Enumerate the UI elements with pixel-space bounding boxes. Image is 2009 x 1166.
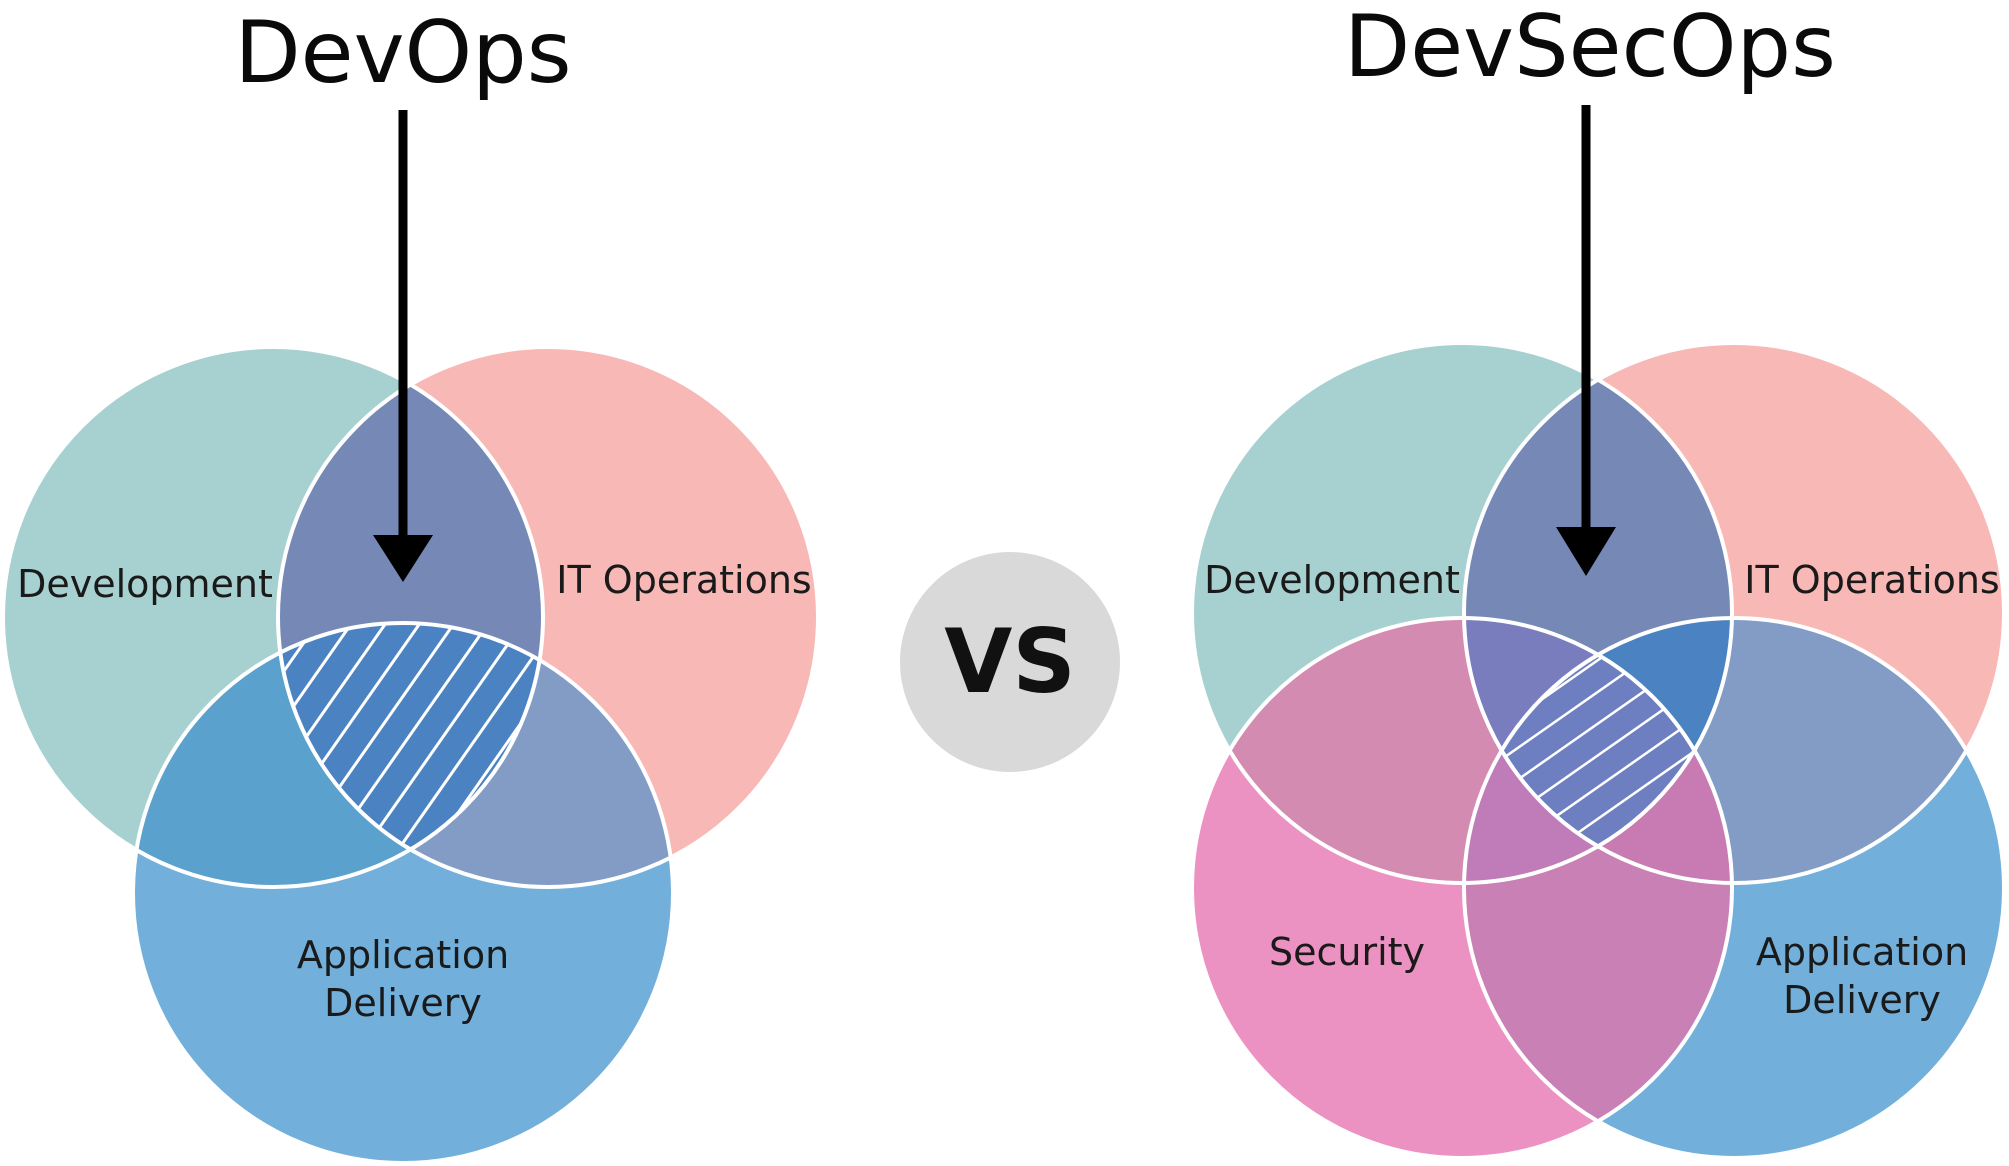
devops-development-label: Development	[17, 562, 273, 606]
vs-label: VS	[944, 610, 1075, 713]
vs-circle	[900, 552, 1120, 772]
devops-title: DevOps	[234, 3, 571, 103]
devops-it-operations-label: IT Operations	[556, 558, 811, 602]
devops-ops-delivery-overlap	[278, 623, 673, 887]
devsecops-center-overlap	[1464, 618, 1732, 883]
devsecops-title: DevSecOps	[1344, 0, 1836, 97]
devsecops-venn: Development IT Operations Security Appli…	[1190, 0, 2006, 1160]
devsecops-arrow	[1556, 105, 1616, 576]
devops-application-delivery-label-line2: Delivery	[324, 981, 482, 1025]
devops-application-delivery-label-line1: Application	[297, 933, 509, 977]
devops-venn: Development IT Operations Application De…	[1, 3, 820, 1165]
devsecops-security-label: Security	[1269, 930, 1425, 974]
devsecops-it-operations-label: IT Operations	[1744, 558, 1999, 602]
devops-arrow	[373, 110, 433, 582]
vs-badge: VS	[900, 552, 1120, 772]
devsecops-development-label: Development	[1204, 558, 1460, 602]
devsecops-application-delivery-label-line2: Delivery	[1783, 978, 1941, 1022]
devsecops-application-delivery-label-line1: Application	[1756, 930, 1968, 974]
